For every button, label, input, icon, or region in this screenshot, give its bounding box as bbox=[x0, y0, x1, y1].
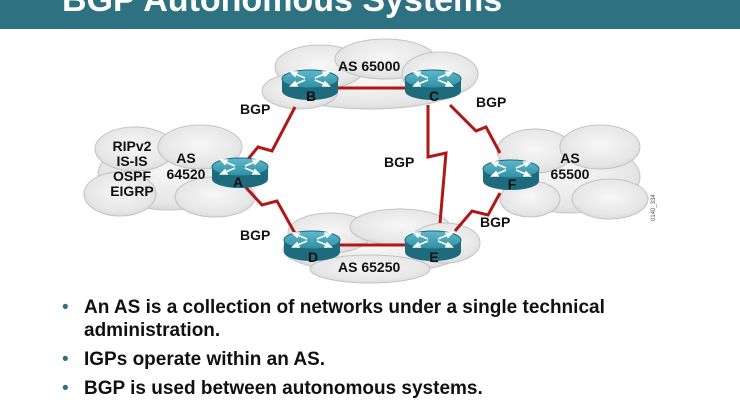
router-a-label: A bbox=[233, 174, 243, 190]
router-b-label: B bbox=[306, 88, 316, 104]
bullet-marker: • bbox=[62, 378, 69, 399]
slide-title: BGP Autonomous Systems bbox=[62, 0, 503, 19]
link-c-e bbox=[426, 105, 448, 224]
router-f-label: F bbox=[508, 176, 517, 192]
router-c-label: C bbox=[429, 88, 439, 104]
igp-protocol-isis: IS-IS bbox=[116, 153, 147, 169]
igp-protocol-ospf: OSPF bbox=[113, 168, 152, 184]
bgp-label-a-b: BGP bbox=[240, 101, 270, 117]
link-c-f bbox=[448, 103, 502, 154]
bullet-item: • BGP is used between autonomous systems. bbox=[60, 377, 700, 400]
bullet-list: • An AS is a collection of networks under… bbox=[60, 296, 700, 406]
figure-code: 0140_334 bbox=[651, 194, 657, 221]
title-bar: BGP Autonomous Systems bbox=[0, 0, 740, 29]
as65500-label-line1: AS bbox=[560, 150, 579, 166]
bullet-text: IGPs operate within an AS. bbox=[84, 349, 326, 370]
router-d-label: D bbox=[308, 249, 318, 265]
bullet-marker: • bbox=[62, 297, 69, 318]
cloud-as65500 bbox=[496, 124, 649, 220]
bgp-label-a-d: BGP bbox=[240, 227, 270, 243]
bgp-label-e-f: BGP bbox=[480, 214, 510, 230]
router-e-label: E bbox=[429, 249, 438, 265]
bgp-label-c-f: BGP bbox=[476, 94, 506, 110]
link-e-f bbox=[453, 192, 502, 232]
link-a-d bbox=[238, 179, 299, 238]
igp-protocol-eigrp: EIGRP bbox=[110, 183, 154, 199]
igp-protocol-ripv2: RIPv2 bbox=[113, 138, 152, 154]
bullet-item: • An AS is a collection of networks under… bbox=[60, 296, 700, 342]
bgp-network-diagram: A B C D E F AS 65000 AS 65250 AS 64520 A… bbox=[83, 38, 657, 284]
as65250-label: AS 65250 bbox=[338, 259, 400, 275]
cloud-as64520 bbox=[83, 124, 256, 218]
as64520-label-line2: 64520 bbox=[167, 166, 206, 182]
bullet-item: • IGPs operate within an AS. bbox=[60, 348, 700, 371]
as64520-label-line1: AS bbox=[176, 150, 195, 166]
as65000-label: AS 65000 bbox=[338, 58, 400, 74]
as65500-label-line2: 65500 bbox=[551, 166, 590, 182]
bullet-text: An AS is a collection of networks under … bbox=[84, 297, 605, 341]
bullet-marker: • bbox=[62, 349, 69, 370]
bgp-label-c-e: BGP bbox=[384, 154, 414, 170]
bullet-text: BGP is used between autonomous systems. bbox=[84, 378, 483, 399]
